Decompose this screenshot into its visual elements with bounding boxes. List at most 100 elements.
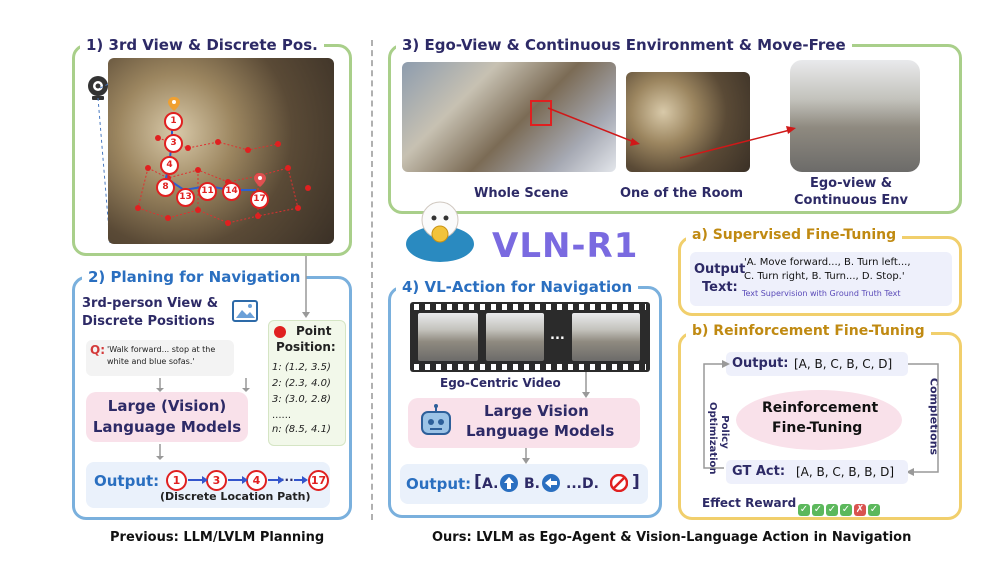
room-highlight-box [530,100,552,126]
whole-scene-image [402,62,616,172]
panel-ego-view-title: 3) Ego-View & Continuous Environment & M… [396,36,852,54]
filmstrip-holes [414,304,646,310]
panel-vl-action-title: 4) VL-Action for Navigation [396,278,639,296]
sft-line2: C. Turn right, B. Turn..., D. Stop.' [744,271,905,282]
ego-caption-line2: Continuous Env [794,193,908,208]
reward-check-icon: ✓ [826,504,838,516]
scene-zoom-arrows [547,107,796,159]
video-to-model-arrow [582,372,590,398]
output-ellipsis: ... [280,470,294,484]
filmstrip-holes-bottom [414,364,646,370]
ego-view-image [790,60,920,172]
sft-line1: 'A. Move forward..., B. Turn left..., [744,257,911,268]
point-2: 2: (2.3, 4.0) [272,378,331,389]
red-point-icon [274,326,286,338]
video-frame-3 [572,313,640,361]
output-path-arrows [188,476,308,484]
rft-center-ellipse [736,390,902,450]
reward-marks: ✓✓✓✓✗✓ [796,497,880,516]
path-node-4: 4 [160,156,179,175]
rft-cycle-lines [703,360,939,476]
video-ellipsis: ... [550,328,565,343]
caption-ours: Ours: LVLM as Ego-Agent & Vision-Languag… [432,530,912,545]
sft-output-label-1: Output [694,262,746,277]
model-to-output-arrow [522,448,530,464]
point-dots: ...... [272,410,292,421]
room-3d-image [108,58,334,244]
action-b-label: B. [524,476,540,492]
point-1: 1: (1.2, 3.5) [272,362,331,373]
arrow-left-icon [542,474,560,492]
output-node-1: 1 [166,470,187,491]
output-caption: (Discrete Location Path) [160,490,311,503]
start-pin-icon [168,96,180,111]
point-title-2: Position: [276,340,336,354]
caption-previous: Previous: LLM/LVLM Planning [110,530,325,545]
sft-supervision: Text Supervision with Ground Truth Text [742,289,901,298]
rft-output-seq: [A, B, C, B, C, D] [794,357,893,371]
video-label: Ego-Centric Video [440,376,561,390]
sft-output-label-2: Text: [702,280,738,295]
rft-output-label: Output: [732,356,789,371]
point-position-box [268,320,346,446]
action-output-box [400,464,648,504]
lvlm-line1: Large Vision [484,402,589,420]
query-text: 'Walk forward... stop at the white and b… [107,345,216,366]
panel-planning-title: 2) Planing for Navigation [82,268,307,286]
panel1-to-points-arrow [302,256,310,318]
path-node-14: 14 [222,182,241,201]
point-n: n: (8.5, 4.1) [272,424,331,435]
action-close-bracket: ] [632,472,640,492]
action-dots-d: ...D. [566,476,599,492]
lvlm-line2: Language Models [466,422,615,440]
path-node-17: 17 [250,190,269,209]
view-label-line2: Discrete Positions [82,314,215,329]
rft-gt-label: GT Act: [732,464,786,479]
rft-gt-seq: [A, B, C, B, B, D] [796,465,895,479]
discrete-position-grid [135,118,311,226]
arrow-up-icon [500,474,518,492]
planning-output-label: Output: [94,472,160,490]
llm-box: Large (Vision) Language Models [86,392,248,442]
view-label-line1: 3rd-person View & [82,296,219,311]
point-3: 3: (3.0, 2.8) [272,394,331,405]
ego-caption-line1: Ego-view & [810,176,893,191]
reward-check-icon: ✓ [798,504,810,516]
rft-output-box [726,352,908,376]
divider [371,40,373,520]
whole-scene-caption: Whole Scene [474,186,569,201]
robot-icon [418,404,454,440]
path-node-8: 8 [156,178,175,197]
video-frame-2 [486,313,544,361]
reward-check-icon: ✓ [812,504,824,516]
panel2-arrows [156,378,250,460]
path-node-11: 11 [198,182,217,201]
rft-center-line2: Fine-Tuning [772,420,863,436]
point-title-1: Point [296,324,332,338]
rft-gt-box [726,460,908,484]
sft-box [690,252,952,306]
rft-center-line1: Reinforcement [762,400,879,416]
panel-rft-title: b) Reinforcement Fine-Tuning [686,323,931,339]
path-node-13: 13 [176,188,195,207]
action-open-bracket: [ [474,472,482,492]
image-icon [232,300,258,322]
llm-line2: Language Models [92,418,242,436]
one-room-caption: One of the Room [620,186,743,201]
panel-3rd-view-title: 1) 3rd View & Discrete Pos. [80,36,324,54]
stop-icon [609,473,629,493]
reward-check-icon: ✓ [840,504,852,516]
goal-pin-icon [254,172,266,187]
vln-r1-logo: VLN-R1 [492,226,639,266]
output-node-17: 17 [308,470,329,491]
reward-cross-icon: ✗ [854,504,866,516]
reward-check-icon: ✓ [868,504,880,516]
panel-sft-title: a) Supervised Fine-Tuning [686,227,903,243]
path-node-3: 3 [164,134,183,153]
rft-reward-label: Effect Reward [702,496,797,510]
mascot-logo-icon [400,186,480,266]
query-box [86,340,234,376]
video-frame-1 [418,313,478,361]
path-node-1: 1 [164,112,183,131]
camera-icon [84,74,112,102]
